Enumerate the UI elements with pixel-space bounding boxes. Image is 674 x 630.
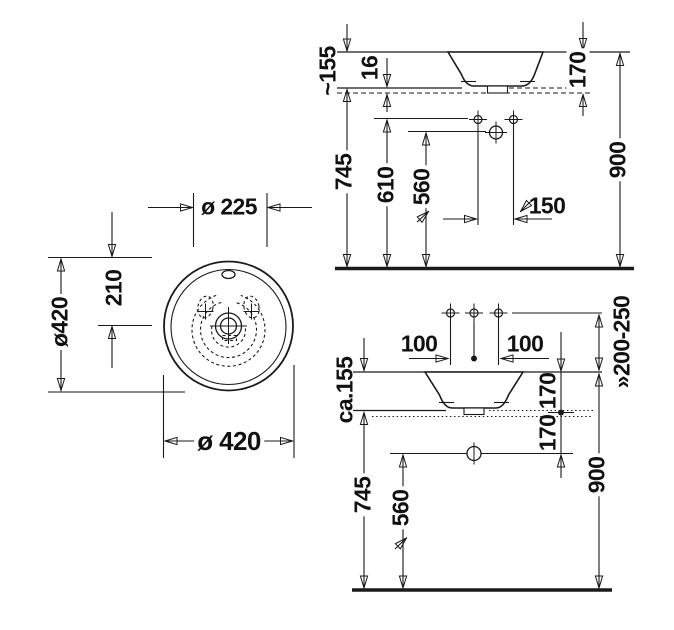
dim-label-basin-height-side: 170: [565, 48, 591, 92]
dim-label-rim-height-side: 900: [605, 138, 631, 182]
drain-outlet-front: [463, 407, 485, 416]
dim-label-drain-connection-height-side: 560: [409, 165, 435, 209]
fixing-hole-right: [508, 114, 519, 125]
dim-label-cutout-diameter: ø 225: [201, 193, 257, 220]
dim-label-rim-above-counter: ~155: [314, 46, 341, 96]
overflow-hole: [221, 269, 236, 280]
dim-label-outer-diameter-horizontal: ø 420: [194, 428, 264, 454]
dim-label-counter-thickness: 16: [356, 55, 383, 81]
dim-label-tap-spacing-left: 100: [400, 330, 438, 357]
dim-label-drain-below-counter: 170: [534, 414, 561, 452]
dim-label-upper-connection-height: 610: [373, 163, 399, 207]
dim-label-counter-height-front: 745: [350, 473, 376, 517]
dim-label-counter-height-ca: ca.155: [331, 356, 358, 424]
dim-label-drain-height-front: 560: [388, 486, 414, 530]
basin-front-profile: [423, 371, 525, 409]
top-view-drawing: [48, 193, 312, 458]
tap-holes: [441, 303, 508, 323]
front-view-drawing: [352, 303, 612, 592]
dim-label-center-offset: 210: [100, 269, 127, 307]
dim-label-counter-height-side: 745: [331, 150, 357, 194]
dim-label-connection-offset: 150: [528, 192, 566, 219]
dim-label-rim-height-front: 900: [584, 453, 610, 497]
side-view-drawing: [335, 22, 634, 271]
dim-label-outer-diameter-vertical: ø420: [47, 293, 73, 351]
dim-label-tap-spacing-right: 100: [506, 330, 544, 357]
drain-connection-hole: [488, 125, 504, 140]
fixing-hole-left: [473, 114, 483, 125]
dim-label-supply-height-range: »200-250: [608, 295, 635, 389]
drain-outlet-side: [486, 85, 509, 94]
basin-side-profile: [446, 51, 545, 87]
dim-label-basin-above-counter: 170: [534, 372, 561, 410]
